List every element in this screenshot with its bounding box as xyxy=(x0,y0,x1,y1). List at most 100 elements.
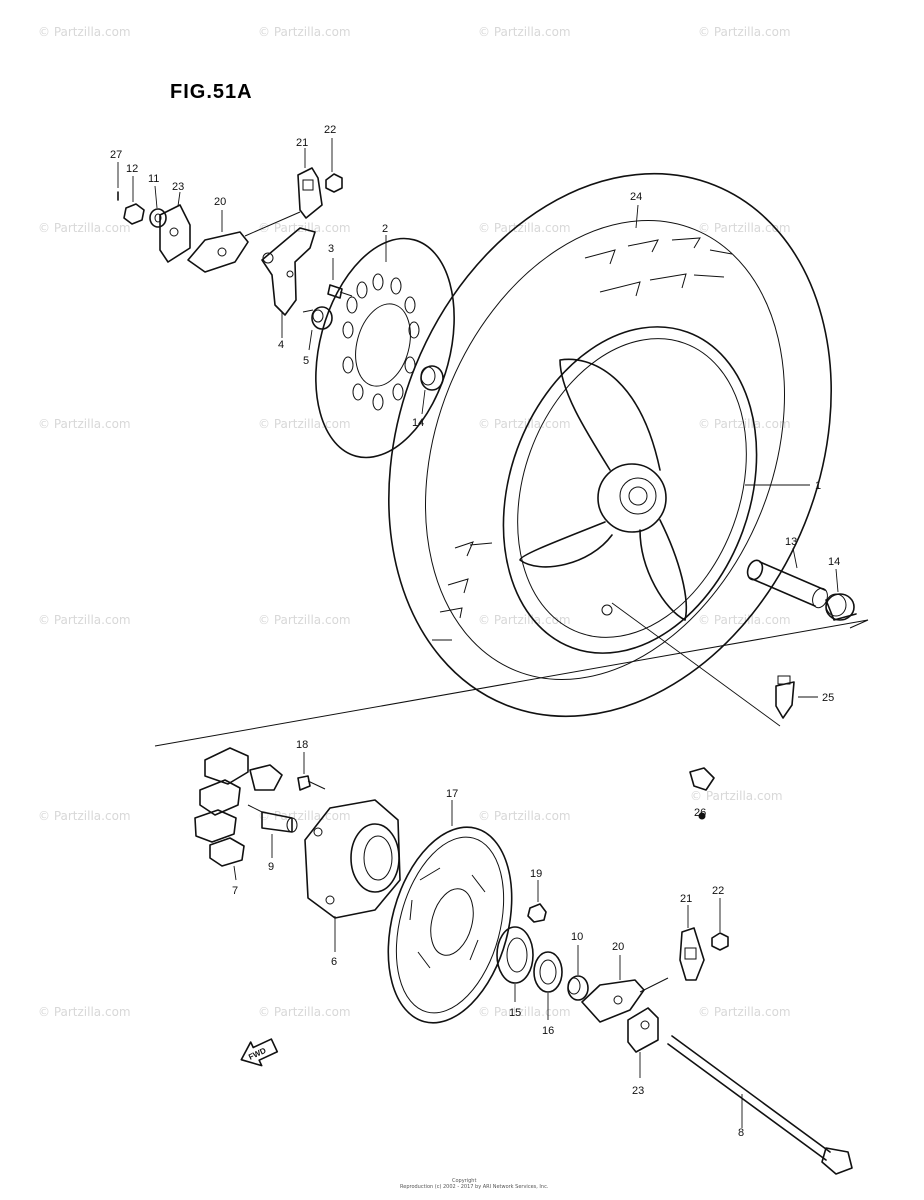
callout-9: 9 xyxy=(268,861,274,873)
callout-12: 12 xyxy=(126,163,138,175)
figure-title: FIG.51A xyxy=(170,81,253,103)
callout-18: 18 xyxy=(296,739,308,751)
watermark: © Partzilla.com xyxy=(38,221,131,235)
callout-11: 11 xyxy=(148,173,159,185)
callout-26: 26 xyxy=(694,807,706,819)
watermark: © Partzilla.com xyxy=(478,417,571,431)
watermark: © Partzilla.com xyxy=(698,25,791,39)
fwd-label: FWD xyxy=(247,1046,268,1062)
brake-disc-part-2 xyxy=(315,237,455,459)
wheel-part-1 xyxy=(502,326,758,654)
watermark: © Partzilla.com xyxy=(698,1005,791,1019)
callout-14: 14 xyxy=(412,417,424,429)
watermark: © Partzilla.com xyxy=(38,417,131,431)
block-part-21 xyxy=(679,927,705,981)
watermark: © Partzilla.com xyxy=(478,25,571,39)
clip-part-26 xyxy=(689,767,715,820)
leader-line xyxy=(177,191,181,207)
watermark: © Partzilla.com xyxy=(38,1005,131,1019)
sprocket-part-17 xyxy=(387,826,513,1024)
watermark: © Partzilla.com xyxy=(38,613,131,627)
bearing-part-15 xyxy=(496,926,534,984)
block-part-21 xyxy=(297,167,323,219)
callout-4: 4 xyxy=(278,339,284,351)
collar-part-10 xyxy=(567,975,589,1001)
callout-19: 19 xyxy=(530,868,542,880)
leader-line xyxy=(611,602,781,727)
watermark: © Partzilla.com xyxy=(478,809,571,823)
callout-23: 23 xyxy=(632,1085,644,1097)
watermark: © Partzilla.com xyxy=(38,25,131,39)
watermark: © Partzilla.com xyxy=(258,1005,351,1019)
callout-22: 22 xyxy=(712,885,724,897)
watermark: © Partzilla.com xyxy=(258,25,351,39)
hub-part-6 xyxy=(304,799,401,919)
callout-21: 21 xyxy=(680,893,692,905)
copyright-line: Copyright xyxy=(452,1178,476,1184)
watermark: © Partzilla.com xyxy=(698,613,791,627)
watermark: © Partzilla.com xyxy=(478,1005,571,1019)
seal-part-16 xyxy=(533,951,563,993)
callout-1: 1 xyxy=(815,480,821,492)
callout-15: 15 xyxy=(509,1007,521,1019)
bushing-part-9 xyxy=(247,804,298,833)
callout-23: 23 xyxy=(172,181,184,193)
nut-part-19 xyxy=(527,903,547,923)
nut-part-22 xyxy=(711,932,729,951)
collar-part-14 xyxy=(420,365,444,391)
callout-8: 8 xyxy=(738,1127,744,1139)
watermark: © Partzilla.com xyxy=(38,809,131,823)
watermark: © Partzilla.com xyxy=(258,221,351,235)
callout-16: 16 xyxy=(542,1025,554,1037)
watermark: © Partzilla.com xyxy=(478,221,571,235)
callout-5: 5 xyxy=(303,355,309,367)
cushion-part-7 xyxy=(194,747,283,867)
collar-part-14 xyxy=(825,593,857,621)
plate-part-23 xyxy=(627,1007,659,1053)
callout-6: 6 xyxy=(331,956,337,968)
callout-3: 3 xyxy=(328,243,334,255)
bolt-part-18 xyxy=(297,775,326,791)
callout-10: 10 xyxy=(571,931,583,943)
bolt-part-3 xyxy=(327,284,353,299)
washer-part-11 xyxy=(149,208,167,228)
callout-2: 2 xyxy=(382,223,388,235)
callout-24: 24 xyxy=(630,191,642,203)
valve-part-25 xyxy=(775,675,795,719)
watermark-layer: © Partzilla.com © Partzilla.com © Partzi… xyxy=(38,25,791,1019)
leader-line xyxy=(792,547,798,569)
adjuster-part-20 xyxy=(581,977,669,1023)
leader-line xyxy=(154,185,158,209)
callout-20: 20 xyxy=(612,941,624,953)
watermark: © Partzilla.com xyxy=(698,221,791,235)
leader-line xyxy=(308,329,313,351)
callout-7: 7 xyxy=(232,885,238,897)
watermark: © Partzilla.com xyxy=(258,613,351,627)
leader-line xyxy=(835,568,839,593)
collar-part-5 xyxy=(302,306,333,330)
leader-line xyxy=(421,389,426,415)
callout-27: 27 xyxy=(110,149,122,161)
watermark: © Partzilla.com xyxy=(698,417,791,431)
adjuster-part-20 xyxy=(187,211,301,273)
axle-part-8 xyxy=(667,1035,853,1175)
watermark: © Partzilla.com xyxy=(258,417,351,431)
watermark: © Partzilla.com xyxy=(478,613,571,627)
callout-20: 20 xyxy=(214,196,226,208)
divider-line xyxy=(154,619,869,747)
nut-part-12 xyxy=(123,203,145,225)
leader-line xyxy=(635,204,639,229)
callout-21: 21 xyxy=(296,137,308,149)
watermark: © Partzilla.com xyxy=(690,789,783,803)
copyright-notice: Reproduction (c) 2002 - 2017 by ARI Netw… xyxy=(400,1184,549,1190)
spacer-part-13 xyxy=(746,559,828,609)
leader-line xyxy=(233,865,237,881)
plate-part-23 xyxy=(159,204,191,263)
callout-25: 25 xyxy=(822,692,834,704)
fwd-arrow-icon: FWD xyxy=(240,1038,279,1067)
callout-13: 13 xyxy=(785,536,797,548)
bracket-part-4 xyxy=(261,227,316,316)
callout-22: 22 xyxy=(324,124,336,136)
callout-17: 17 xyxy=(446,788,458,800)
